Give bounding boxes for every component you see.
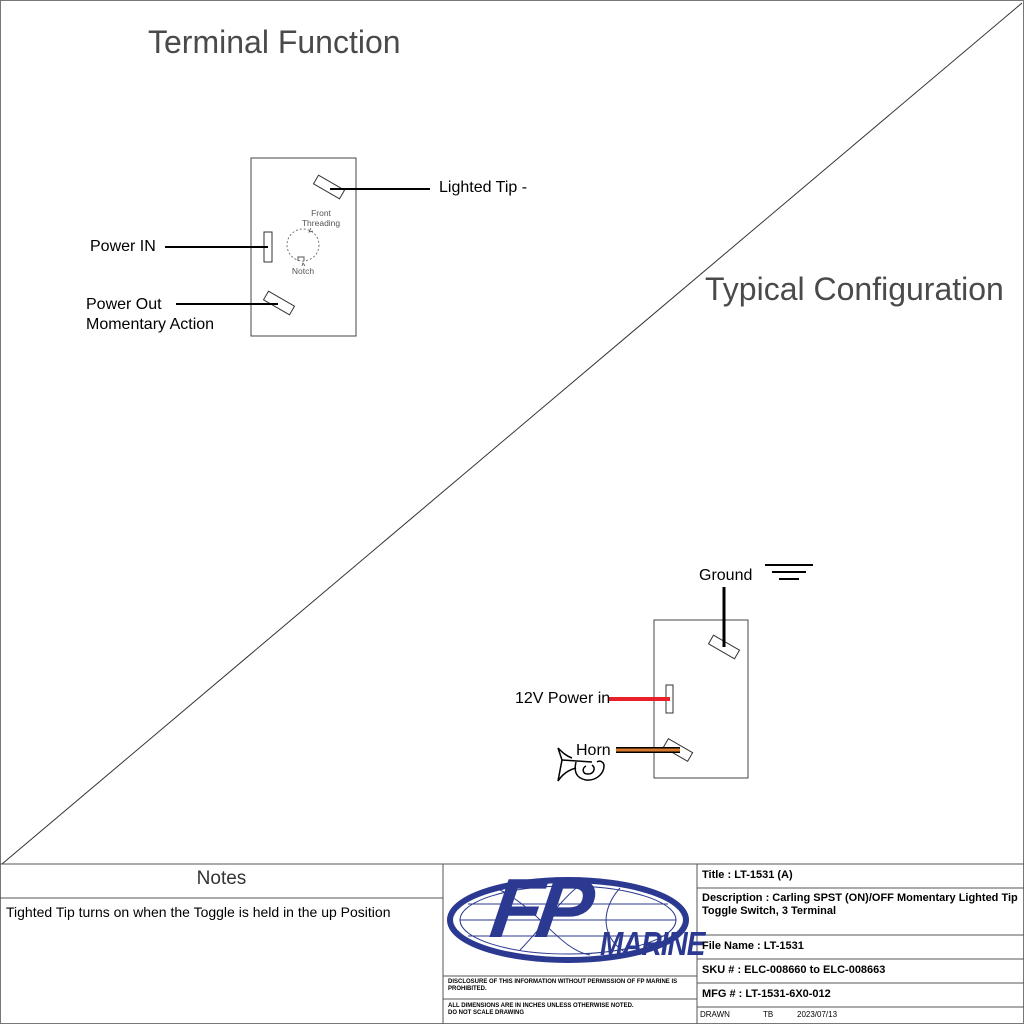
dimensions-text: ALL DIMENSIONS ARE IN INCHES UNLESS OTHE… (448, 1003, 634, 1016)
disclosure-text: DISCLOSURE OF THIS INFORMATION WITHOUT P… (448, 979, 678, 992)
label-momentary-action: Momentary Action (86, 316, 215, 333)
label-lighted-tip: Lighted Tip - (439, 179, 528, 196)
label-power-in: Power IN (90, 238, 156, 255)
drawn-date: 2023/07/13 (797, 1010, 838, 1019)
file-name-field: File Name : LT-1531 (702, 940, 804, 952)
drawn-by: TB (763, 1010, 774, 1019)
terminal-function-switch (165, 157, 430, 337)
front-arrow-icon (308, 227, 314, 233)
logo-brand: MARINE (600, 924, 705, 962)
label-12v-power-in: 12V Power in (515, 690, 611, 707)
drawn-label: DRAWN (700, 1010, 730, 1019)
notes-title: Notes (196, 868, 247, 889)
label-ground: Ground (699, 567, 753, 584)
power-out-terminal (262, 290, 296, 316)
mfg-field: MFG # : LT-1531-6X0-012 (702, 988, 831, 1000)
label-notch: Notch (291, 266, 315, 276)
threading-circle (286, 228, 320, 262)
diagonal-divider (1, 2, 1023, 865)
notch-mark (297, 256, 305, 261)
heading-terminal-function: Terminal Function (148, 24, 401, 60)
label-power-out: Power Out (86, 296, 162, 313)
label-horn: Horn (576, 742, 611, 759)
title-block-frame (0, 863, 1024, 1024)
typical-configuration-switch (557, 564, 813, 782)
sku-field: SKU # : ELC-008660 to ELC-008663 (702, 964, 886, 976)
logo-letters: FP (485, 861, 594, 955)
label-front-threading: Front Threading (301, 208, 341, 228)
fp-marine-logo (447, 877, 689, 963)
globe-ring-icon (447, 877, 689, 963)
title-field: Title : LT-1531 (A) (702, 869, 793, 881)
horn-icon (557, 747, 605, 782)
lighted-tip-terminal (312, 174, 346, 200)
notes-text: Tighted Tip turns on when the Toggle is … (6, 904, 391, 920)
heading-typical-configuration: Typical Configuration (705, 271, 1004, 307)
notch-arrow-icon (301, 262, 306, 267)
description-field: Description : Carling SPST (ON)/OFF Mome… (702, 892, 1018, 917)
